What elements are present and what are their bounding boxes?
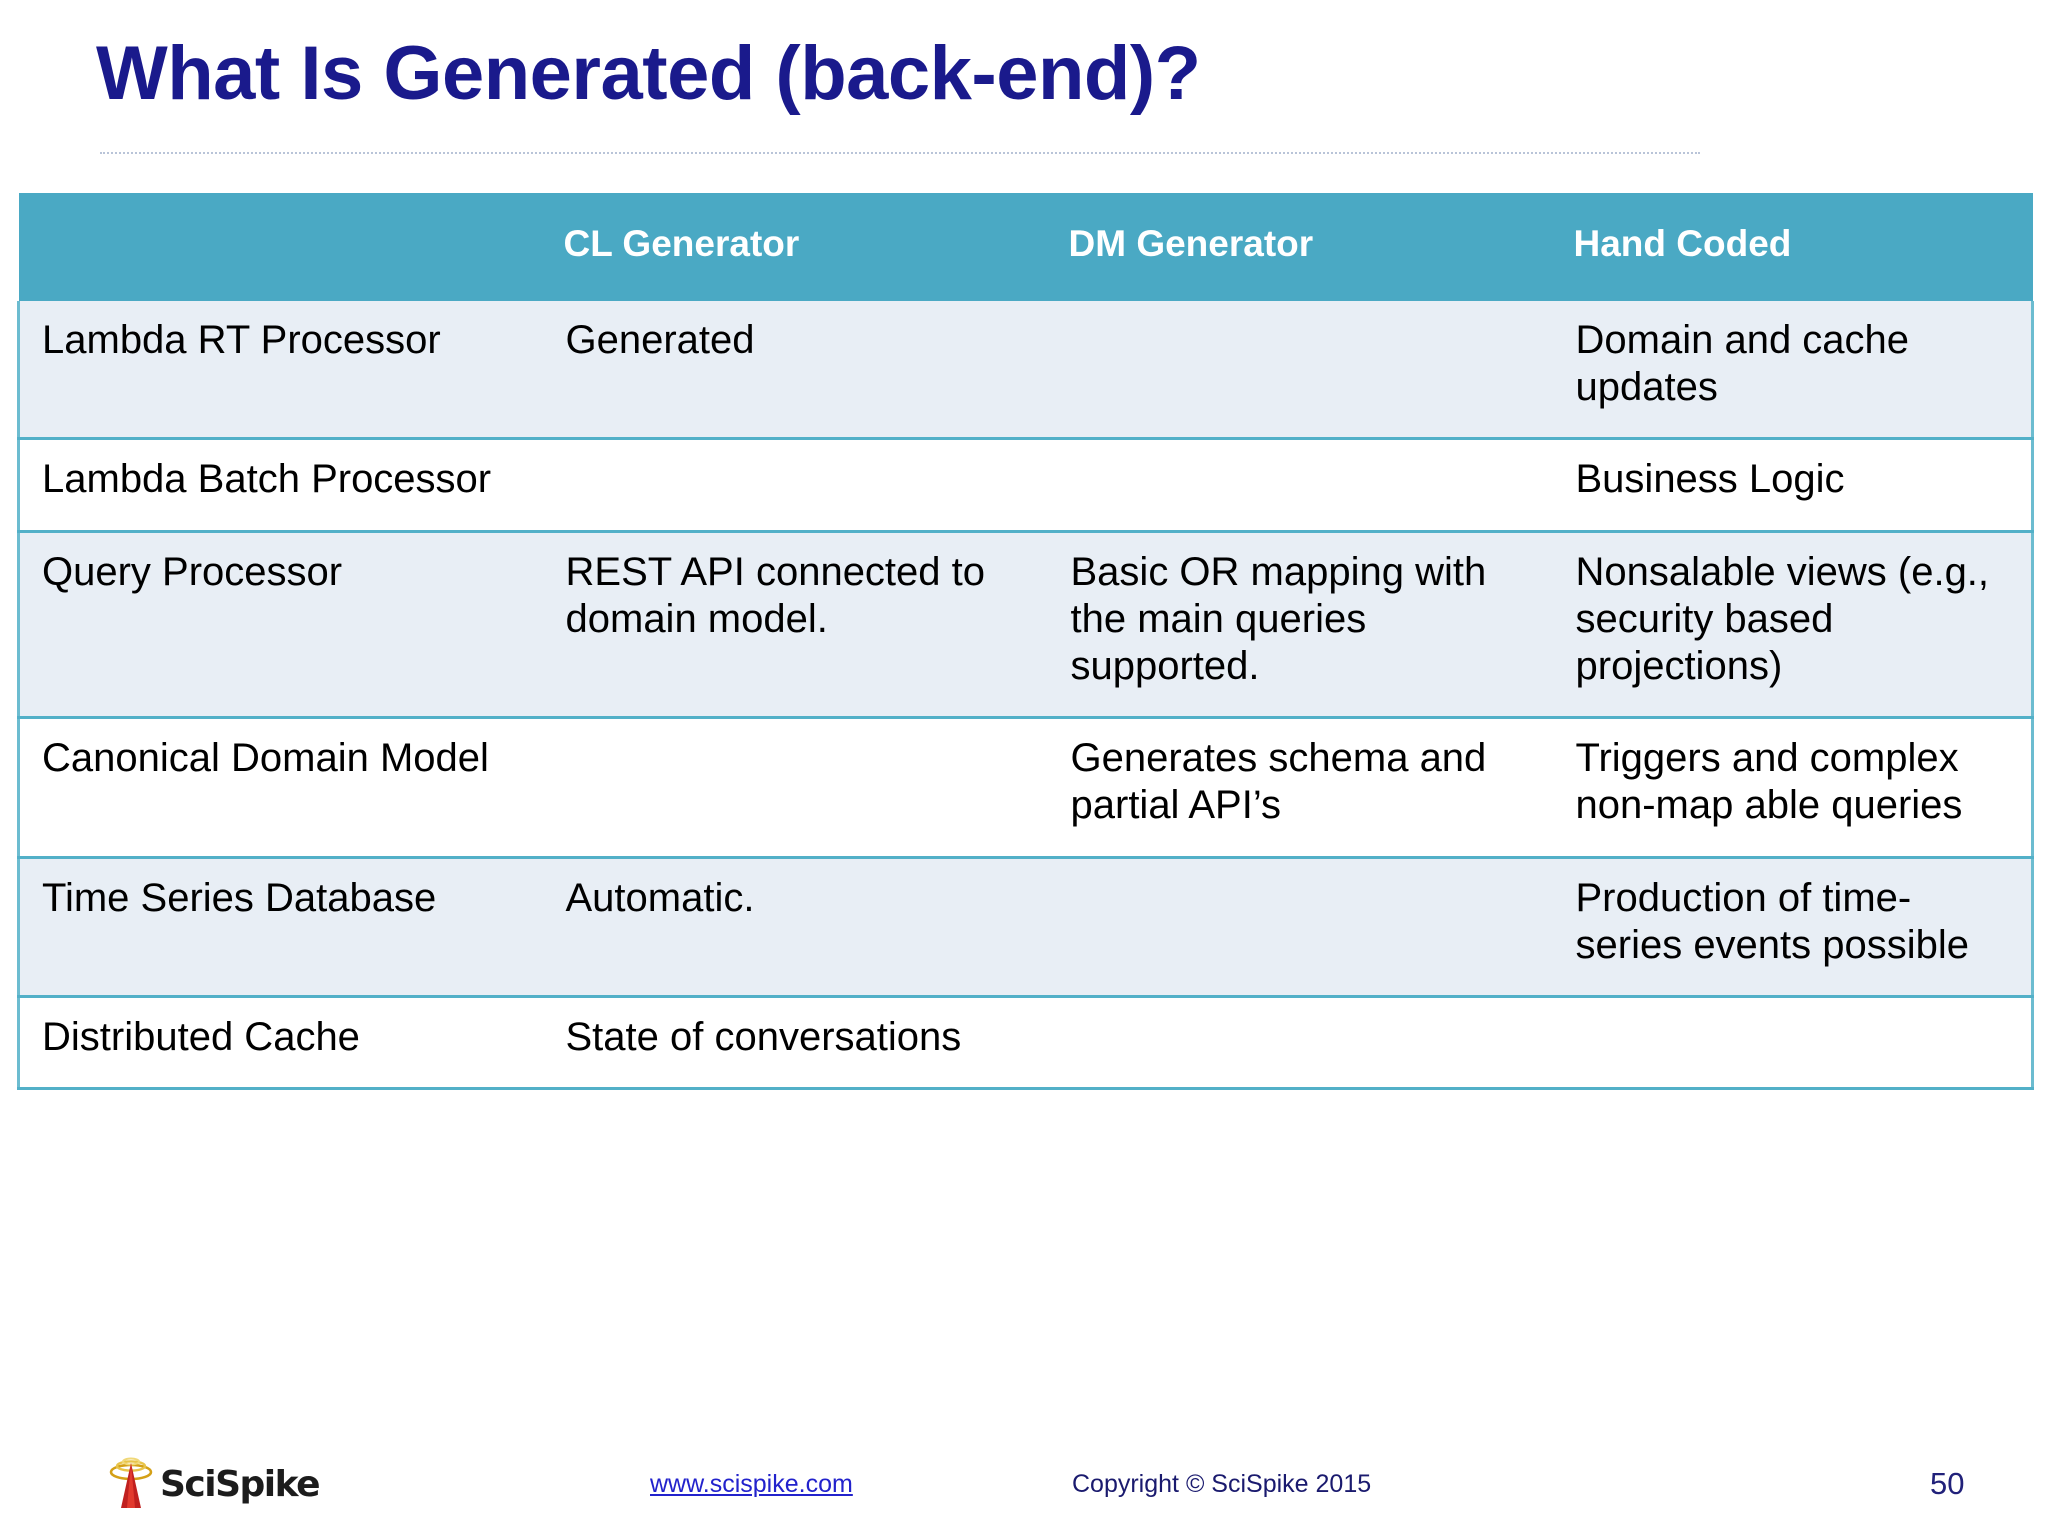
cell-cl-generator: [543, 438, 1049, 533]
table-row: Canonical Domain Model Generates schema …: [17, 717, 2034, 859]
cell-component: Time Series Database: [17, 857, 544, 998]
page-number: 50: [1930, 1466, 1965, 1501]
column-header-dm-generator: DM Generator: [1048, 193, 1554, 301]
cell-hand-coded: Nonsalable views (e.g., security based p…: [1553, 531, 2034, 720]
column-header-hand-coded: Hand Coded: [1553, 193, 2033, 301]
slide-footer: SciSpike www.scispike.com Copyright © Sc…: [0, 1440, 2048, 1536]
scispike-logo: SciSpike: [108, 1454, 321, 1514]
table-header: CL Generator DM Generator Hand Coded: [18, 193, 2033, 301]
generated-components-table: CL Generator DM Generator Hand Coded Lam…: [17, 193, 2034, 1091]
title-divider: [100, 152, 1700, 154]
cell-cl-generator: [543, 717, 1049, 859]
table-row: Query Processor REST API connected to do…: [17, 531, 2034, 720]
cell-dm-generator: Generates schema and partial API’s: [1048, 717, 1554, 859]
copyright-text: Copyright © SciSpike 2015: [1072, 1470, 1372, 1498]
content-table-container: CL Generator DM Generator Hand Coded Lam…: [17, 193, 2034, 1091]
cell-dm-generator: [1048, 301, 1554, 441]
cell-hand-coded: Business Logic: [1553, 438, 2034, 533]
table-row: Lambda RT Processor Generated Domain and…: [17, 301, 2034, 441]
cell-component: Canonical Domain Model: [17, 717, 544, 859]
cell-component: Lambda RT Processor: [17, 301, 544, 441]
scispike-wordmark: SciSpike: [160, 1463, 321, 1505]
cell-dm-generator: [1048, 857, 1554, 998]
cell-cl-generator: State of conversations: [543, 996, 1049, 1091]
cell-component: Query Processor: [17, 531, 544, 720]
cell-dm-generator: [1048, 438, 1554, 533]
table-body: Lambda RT Processor Generated Domain and…: [17, 301, 2034, 1091]
cell-hand-coded: [1553, 996, 2034, 1091]
page-title: What Is Generated (back-end)?: [96, 31, 1201, 116]
cell-cl-generator: Generated: [543, 301, 1049, 441]
website-link[interactable]: www.scispike.com: [650, 1470, 853, 1498]
cell-hand-coded: Production of time-series events possibl…: [1553, 857, 2034, 998]
spike-logo-icon: [108, 1454, 154, 1514]
cell-component: Distributed Cache: [17, 996, 544, 1091]
cell-hand-coded: Triggers and complex non-map able querie…: [1553, 717, 2034, 859]
cell-dm-generator: [1048, 996, 1554, 1091]
column-header-cl-generator: CL Generator: [543, 193, 1049, 301]
table-header-row: CL Generator DM Generator Hand Coded: [18, 193, 2033, 301]
cell-component: Lambda Batch Processor: [17, 438, 544, 533]
table-row: Time Series Database Automatic. Producti…: [17, 857, 2034, 998]
cell-hand-coded: Domain and cache updates: [1553, 301, 2034, 441]
cell-dm-generator: Basic OR mapping with the main queries s…: [1048, 531, 1554, 720]
cell-cl-generator: Automatic.: [543, 857, 1049, 998]
column-header-component: [18, 193, 544, 301]
cell-cl-generator: REST API connected to domain model.: [543, 531, 1049, 720]
table-row: Lambda Batch Processor Business Logic: [17, 438, 2034, 533]
table-row: Distributed Cache State of conversations: [17, 996, 2034, 1091]
